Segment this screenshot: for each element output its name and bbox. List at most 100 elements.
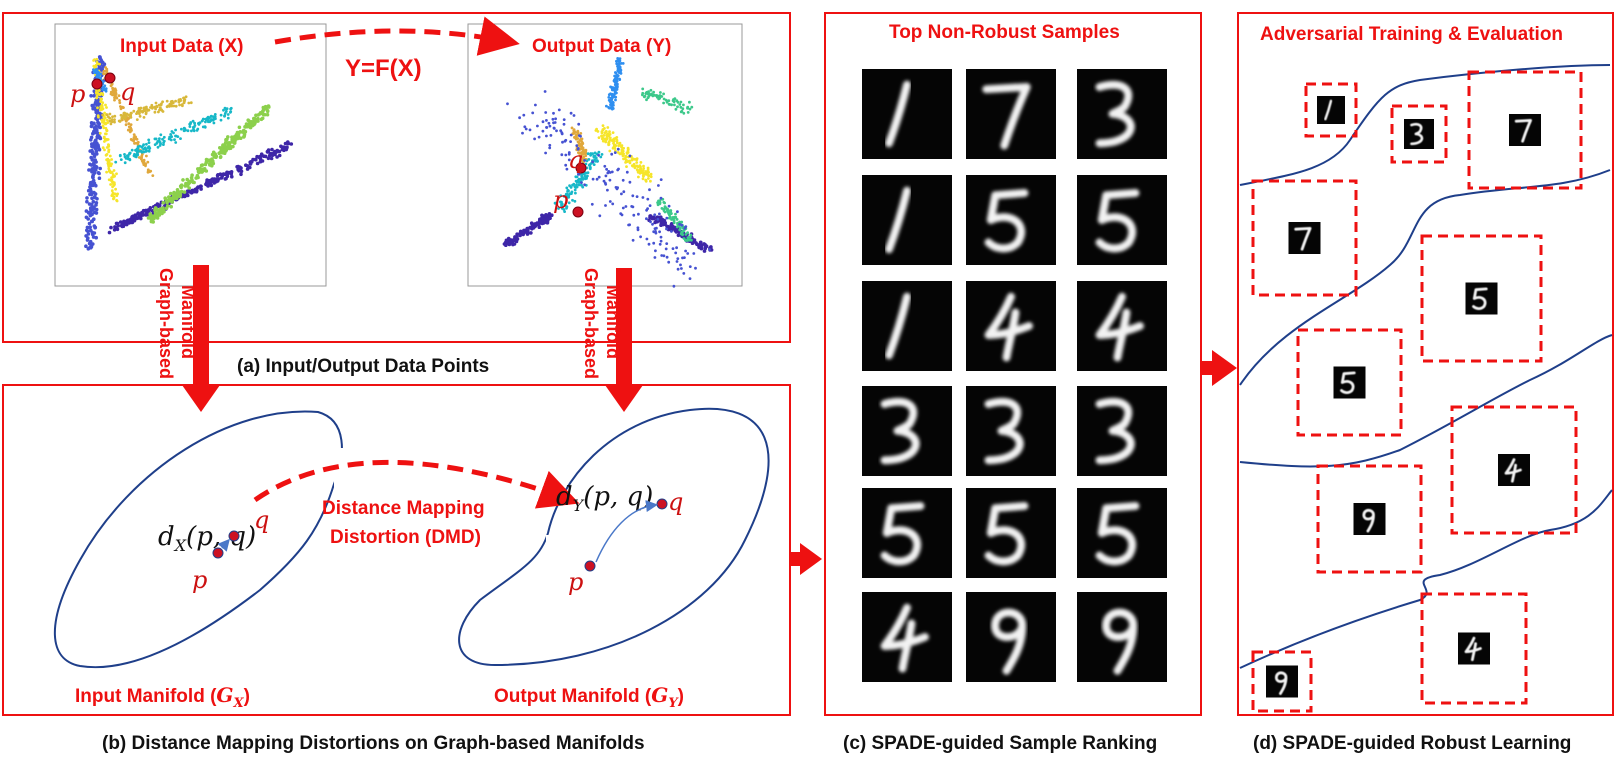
scatter-dot [540,220,545,225]
scatter-dot [631,238,635,242]
scatter-dot [679,263,682,267]
scatter-dot [645,237,649,241]
scatter-dot [155,202,160,206]
scatter-dot [675,218,679,221]
scatter-dot [507,242,512,247]
scatter-dot [620,149,624,153]
scatter-dot [631,194,635,198]
scatter-dot [96,106,99,110]
scatter-dot [606,132,610,136]
scatter-dot [208,120,212,124]
scatter-dot [597,175,601,179]
scatter-dot [236,130,240,135]
scatter-dot [103,148,106,152]
scatter-dot [624,205,628,208]
scatter-dot [109,183,112,186]
scatter-dot [97,71,101,75]
scatter-dot [665,242,669,246]
output-manifold-curve [458,407,770,667]
manifold-y-point-q [656,498,668,510]
scatter-dot [108,112,112,116]
scatter-dot [675,99,679,102]
scatter-dot [126,128,130,132]
scatter-dot [506,102,509,106]
scatter-dot [127,122,131,125]
scatter-dot [580,181,583,185]
scatter-dot [694,266,697,270]
scatter-dot [608,149,612,153]
scatter-dot [661,222,665,227]
scatter-dot [136,152,139,155]
scatter-dot [664,247,668,251]
scatter-dot [692,252,696,255]
scatter-dot [609,85,612,89]
digit-tile [1288,222,1321,254]
scatter-dot [105,158,108,162]
scatter-dot [656,217,660,221]
scatter-dot [205,182,210,187]
scatter-dot [213,113,217,116]
scatter-dot [133,142,136,145]
scatter-dot [601,128,605,132]
scatter-dot [107,149,111,153]
scatter-dot [531,226,536,230]
scatter-dot [88,162,92,167]
digit-5-glyph [1095,502,1140,566]
scatter-dot [595,127,598,131]
scatter-dot [667,204,671,208]
dy-label: dY(p, q) [556,482,653,515]
scatter-dot [175,188,180,192]
scatter-dot [129,123,133,126]
scatter-dot [267,105,271,109]
scatter-dot [267,153,272,158]
scatter-dot [531,111,535,115]
scatter-dot [598,214,602,218]
scatter-dot [649,179,652,183]
scatter-dot [642,164,645,168]
scatter-dot [540,216,544,220]
scatter-dot [160,211,164,216]
scatter-dot [100,97,103,101]
scatter-dot [604,204,607,207]
scatter-dot [577,172,581,176]
scatter-dot [568,192,572,196]
scatter-dot [91,173,95,178]
scatter-dot [223,106,227,110]
scatter-dot [103,87,106,91]
scatter-dot [89,209,93,214]
scatter-dot [252,116,256,121]
manifold-x-q-label: q [254,506,269,534]
sample-box [1420,592,1528,705]
scatter-dot [674,215,678,219]
scatter-dot [102,118,106,121]
scatter-dot [101,107,105,111]
scatter-dot [549,134,553,137]
scatter-dot [136,141,140,145]
digit-5-glyph [984,502,1029,566]
scatter-dot [250,123,254,127]
scatter-dot [93,100,98,105]
scatter-dot [616,147,620,151]
scatter-dot [136,145,140,149]
scatter-dot [657,184,660,187]
scatter-dot [138,114,142,118]
scatter-dot [218,155,223,160]
scatter-dot [129,217,133,221]
scatter-dot [92,154,97,159]
scatter-dot [158,106,162,110]
scatter-dot [114,187,117,191]
scatter-dot [577,151,580,155]
scatter-dot [243,125,248,129]
scatter-dot [662,207,666,211]
scatter-dot [175,194,180,198]
scatter-dot [613,74,616,78]
scatter-dot [652,93,656,97]
scatter-dot [144,148,148,151]
scatter-dot [116,192,119,196]
scatter-dot [95,70,98,74]
scatter-dot [279,144,283,149]
scatter-dot [600,153,604,156]
scatter-dot [635,195,639,199]
scatter-dot [104,137,107,141]
scatter-dot [610,88,614,92]
